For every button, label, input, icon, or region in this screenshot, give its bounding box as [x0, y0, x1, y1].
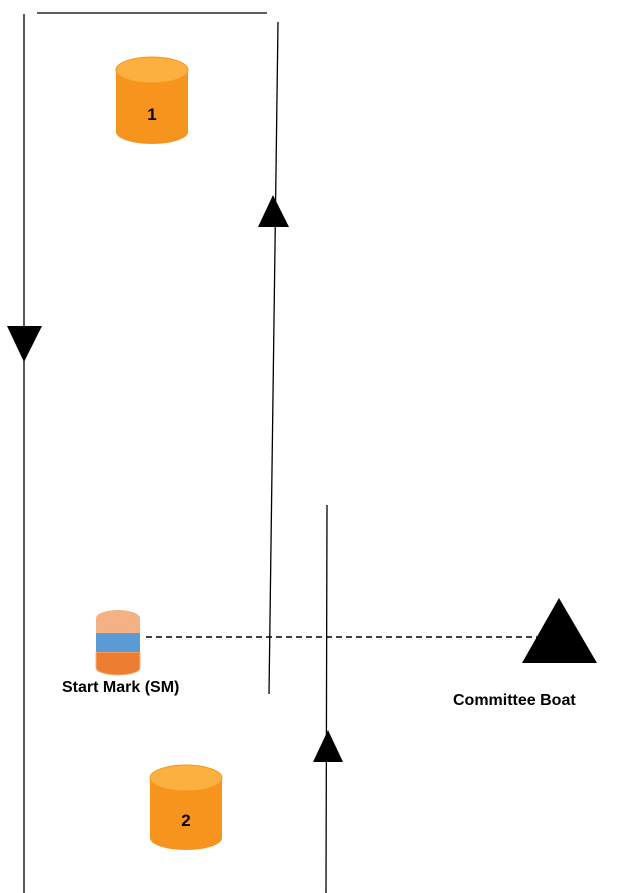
- buoy-cylinder-body: [150, 778, 222, 850]
- mark-1-label: 1: [147, 105, 156, 124]
- upwind-course-line: [268, 21, 279, 695]
- course-lines: [23, 12, 540, 893]
- right-course-line: [325, 504, 328, 893]
- start-mark-bottom: [95, 651, 141, 676]
- buoy-cylinder-top: [115, 56, 189, 84]
- start-mark-buoy: [95, 610, 141, 676]
- buoy-cylinder-body: [116, 70, 188, 144]
- up-arrow-icon: [258, 195, 289, 227]
- down-arrow-icon: [7, 326, 42, 362]
- start-mark-band: [96, 633, 140, 652]
- start-mark-label: Start Mark (SM): [62, 679, 179, 696]
- buoy-cylinder-top: [149, 764, 223, 792]
- start-mark-cap: [96, 610, 140, 626]
- committee-boat-icon: [522, 598, 597, 663]
- mark-2-label: 2: [181, 811, 190, 830]
- mark-1-buoy: 1: [115, 56, 189, 144]
- up-arrow-icon: [313, 730, 343, 762]
- committee-boat-label: Committee Boat: [453, 692, 576, 709]
- mark-2-buoy: 2: [149, 764, 223, 850]
